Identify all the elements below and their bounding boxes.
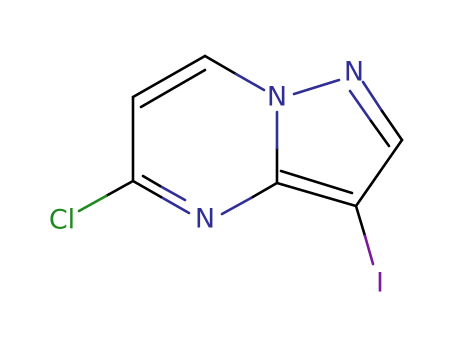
bond-c-ch-top (131, 54, 207, 109)
bond-n-pyrimidine-c-cl (131, 174, 191, 215)
bond-ch-n-bridge (203, 54, 266, 92)
atom-n-bridge: N (267, 82, 287, 113)
atom-chlorine: Cl (49, 205, 75, 236)
bond-n-bridge-n-pyrazole (292, 78, 341, 96)
bond-c-cl (77, 179, 135, 213)
bond-c-i (354, 204, 375, 266)
atom-n-pyrimidine: N (195, 204, 215, 235)
bond-ch-c-iodo (354, 138, 404, 208)
bond-n-pyrazole-ch (348, 80, 404, 148)
bond-c-bridge-n-pyrimidine (220, 181, 279, 216)
bond-c-iodo-c-bridge (275, 169, 358, 208)
atom-iodine: I (376, 268, 384, 299)
atom-n-pyrazole: N (344, 57, 364, 88)
